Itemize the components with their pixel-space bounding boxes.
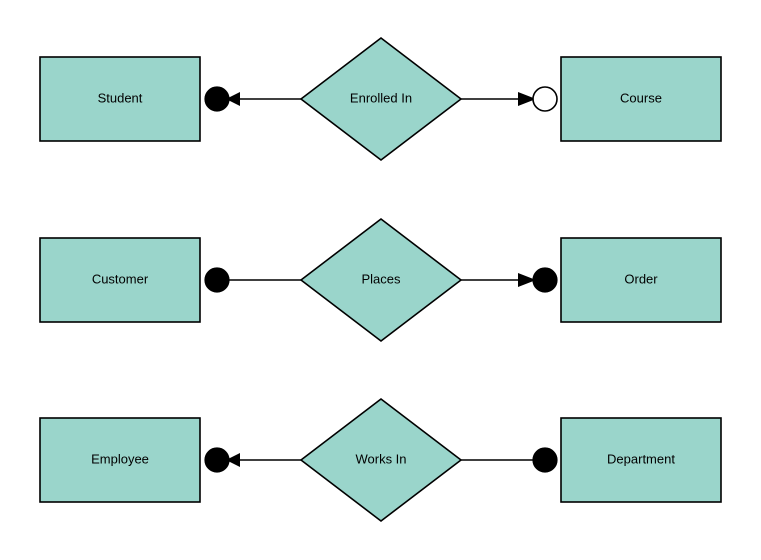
arrowhead-left-student [226, 92, 240, 106]
entity-label-customer: Customer [92, 271, 149, 286]
entity-label-department: Department [607, 451, 675, 466]
relationship-label-places: Places [361, 271, 401, 286]
entity-box-department[interactable] [560, 417, 722, 503]
relationship-diamond-places[interactable] [299, 217, 463, 343]
entity-box-course[interactable] [560, 56, 722, 142]
entity-label-student: Student [98, 90, 143, 105]
cardinality-marker-open-course[interactable] [532, 86, 558, 112]
er-row-enrolled-in: Student Enrolled In Course [39, 36, 722, 162]
cardinality-marker-filled-department[interactable] [532, 447, 558, 473]
relationship-diamond-works-in[interactable] [299, 397, 463, 523]
cardinality-marker-filled-customer[interactable] [204, 267, 230, 293]
er-row-works-in: Employee Works In Department [39, 397, 722, 523]
entity-label-order: Order [624, 271, 658, 286]
er-row-places: Customer Places Order [39, 217, 722, 343]
arrowhead-right-order [518, 273, 536, 287]
cardinality-marker-filled-employee[interactable] [204, 447, 230, 473]
cardinality-marker-filled-student[interactable] [204, 86, 230, 112]
relationship-label-works-in: Works In [355, 451, 406, 466]
relationship-label-enrolled-in: Enrolled In [350, 90, 412, 105]
cardinality-marker-filled-order[interactable] [532, 267, 558, 293]
entity-box-order[interactable] [560, 237, 722, 323]
arrowhead-right-course [518, 92, 536, 106]
arrowhead-left-employee [226, 453, 240, 467]
entity-label-course: Course [620, 90, 662, 105]
entity-box-customer[interactable] [39, 237, 201, 323]
entity-box-student[interactable] [39, 56, 201, 142]
relationship-diamond-enrolled-in[interactable] [299, 36, 463, 162]
entity-box-employee[interactable] [39, 417, 201, 503]
entity-label-employee: Employee [91, 451, 149, 466]
